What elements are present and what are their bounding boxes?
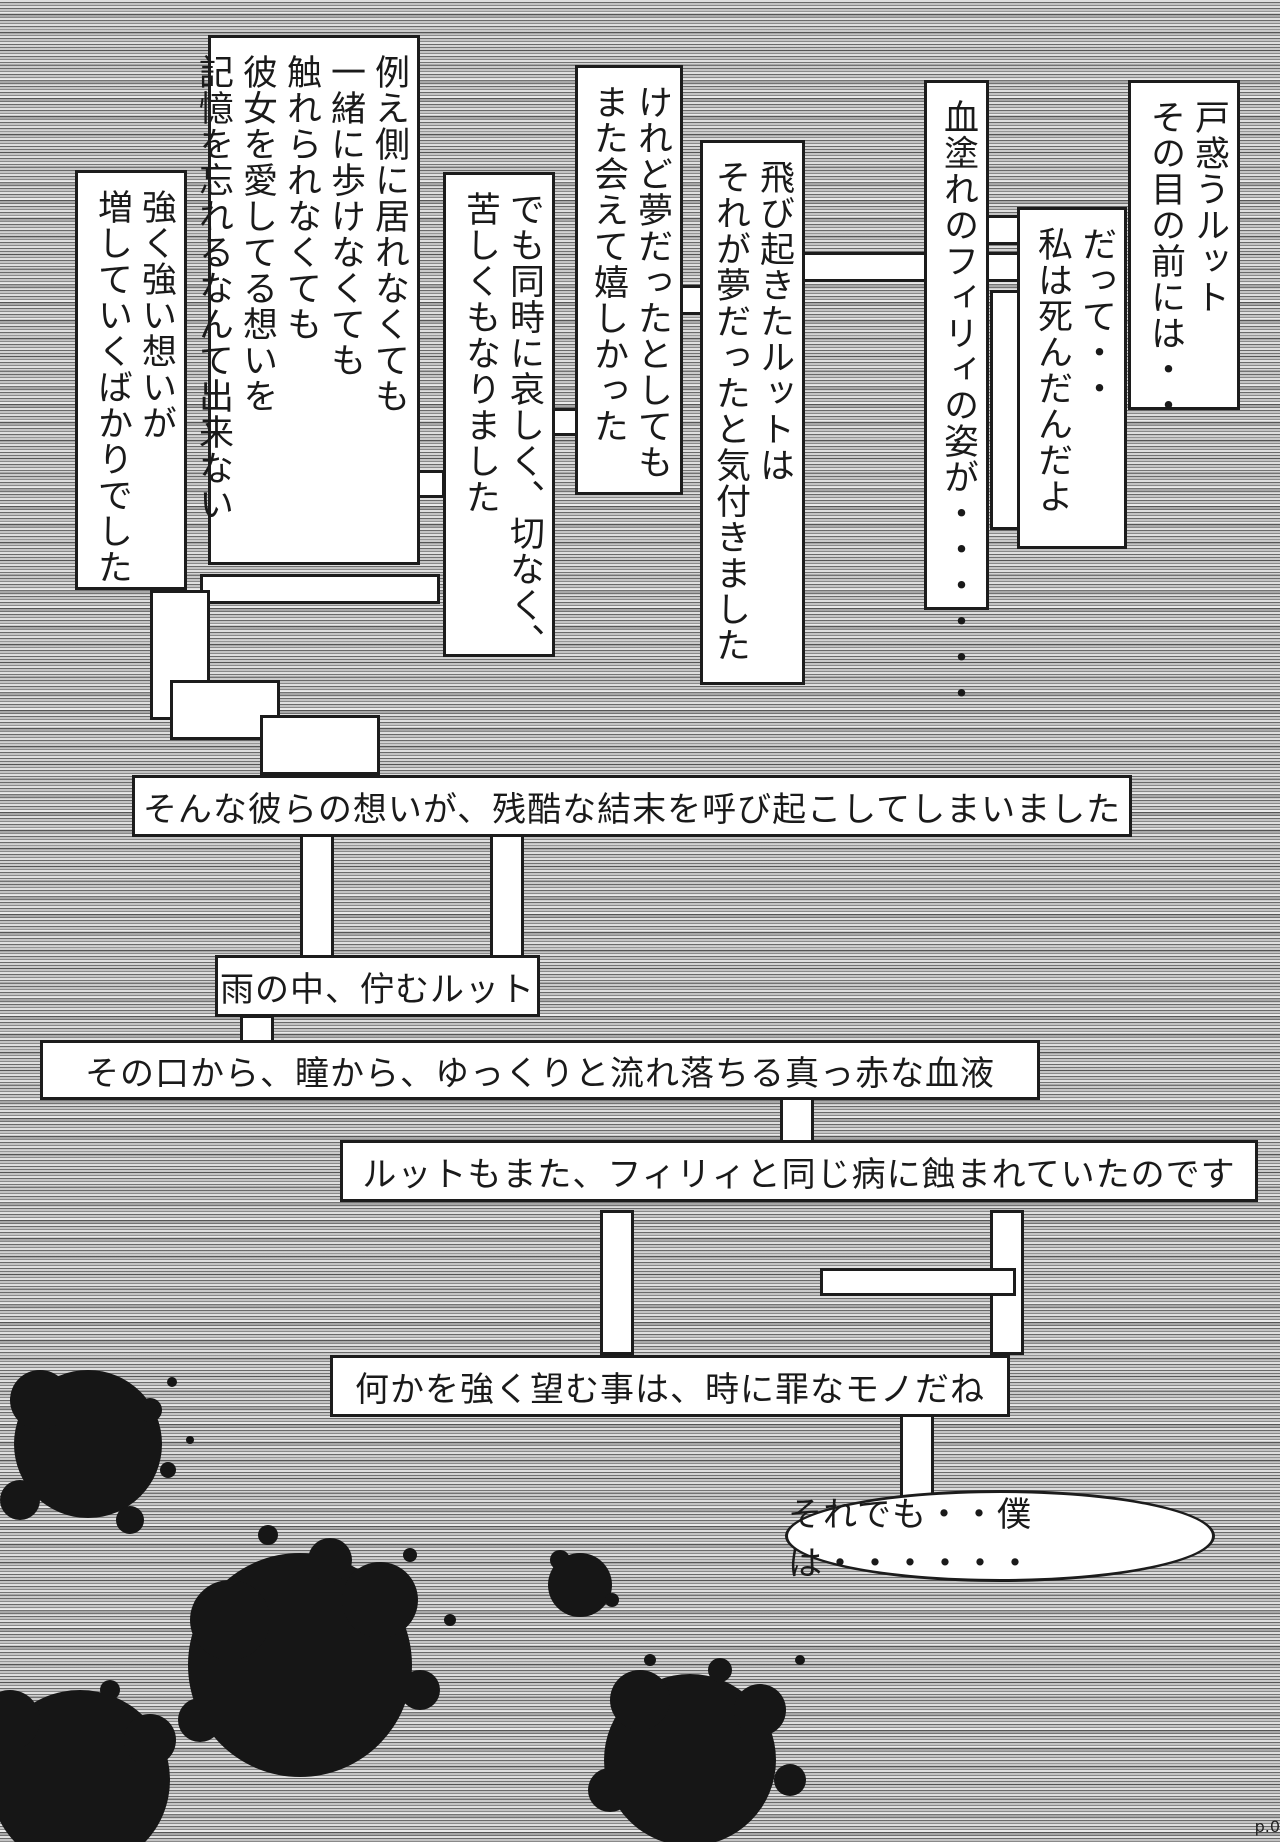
- caption-line: また会えて嬉しかった: [588, 84, 628, 444]
- connector: [490, 822, 524, 962]
- connector: [300, 822, 334, 962]
- caption-line: そんな彼らの想いが、残酷な結末を呼び起こしてしまいました: [142, 789, 1122, 830]
- caption-line: けれど夢だったとしても: [632, 84, 672, 480]
- caption-box-1: 戸惑うルット その目の前には・・: [1128, 80, 1240, 423]
- caption-box-h5: 何かを強く望む事は、時に罪なモノだね: [330, 1355, 1010, 1417]
- page-number: p.0: [1254, 1817, 1280, 1836]
- caption-box-7: 例え側に居れなくても 一緒に歩けなくても 触れられなくても 彼女を愛してる想いを…: [193, 35, 420, 565]
- caption-line: 戸惑うルット: [1189, 99, 1229, 315]
- caption-line: その口から、瞳から、ゆっくりと流れ落ちる真っ赤な血液: [85, 1053, 995, 1094]
- caption-box-6: でも同時に哀しく、切なく、 苦しくもなりました: [443, 172, 555, 659]
- caption-box-h1: そんな彼らの想いが、残酷な結末を呼び起こしてしまいました: [132, 775, 1132, 837]
- caption-line: 私は死んだんだよ: [1032, 226, 1072, 514]
- caption-line: 血塗れのフィリィの姿が・・・・・・: [938, 99, 978, 711]
- caption-box-3: 血塗れのフィリィの姿が・・・・・・: [924, 80, 989, 711]
- caption-line: 強く強い想いが: [136, 189, 176, 441]
- caption-line: 何かを強く望む事は、時に罪なモノだね: [355, 1369, 985, 1410]
- connector: [820, 1268, 1016, 1296]
- caption-line: その目の前には・・: [1145, 99, 1185, 423]
- caption-box-h2: 雨の中、佇むルット: [215, 955, 540, 1017]
- caption-box-h4: ルットもまた、フィリィと同じ病に蝕まれていたのです: [340, 1140, 1258, 1202]
- connector: [200, 574, 440, 604]
- caption-line: 飛び起きたルットは: [754, 159, 794, 483]
- caption-line: だって・・: [1076, 226, 1116, 406]
- caption-box-8: 強く強い想いが 増していくばかりでした: [75, 170, 187, 590]
- caption-line: 例え側に居れなくても: [369, 54, 409, 414]
- caption-line: ルットもまた、フィリィと同じ病に蝕まれていたのです: [362, 1154, 1236, 1195]
- speech-bubble: それでも・・僕は・・・・・・: [785, 1490, 1215, 1584]
- connector: [600, 1210, 634, 1355]
- caption-box-h3: その口から、瞳から、ゆっくりと流れ落ちる真っ赤な血液: [40, 1040, 1040, 1100]
- caption-line: 一緒に歩けなくても: [325, 54, 365, 378]
- caption-box-4: 飛び起きたルットは それが夢だったと気付きました: [700, 140, 805, 685]
- caption-line: 触れられなくても: [281, 54, 321, 342]
- speech-bubble-text: それでも・・僕は・・・・・・: [788, 1495, 1033, 1584]
- caption-box-5: けれど夢だったとしても また会えて嬉しかった: [575, 65, 683, 495]
- caption-line: 苦しくもなりました: [460, 191, 500, 515]
- caption-line: 彼女を愛してる想いを: [237, 54, 277, 414]
- caption-line: でも同時に哀しく、切なく、: [504, 191, 544, 659]
- caption-line: 雨の中、佇むルット: [220, 969, 535, 1010]
- connector: [260, 715, 380, 775]
- caption-line: 記憶を忘れるなんて出来ない: [193, 54, 233, 522]
- caption-line: それが夢だったと気付きました: [710, 159, 750, 663]
- caption-line: 増していくばかりでした: [92, 189, 132, 585]
- caption-box-2: だって・・ 私は死んだんだよ: [1017, 207, 1127, 549]
